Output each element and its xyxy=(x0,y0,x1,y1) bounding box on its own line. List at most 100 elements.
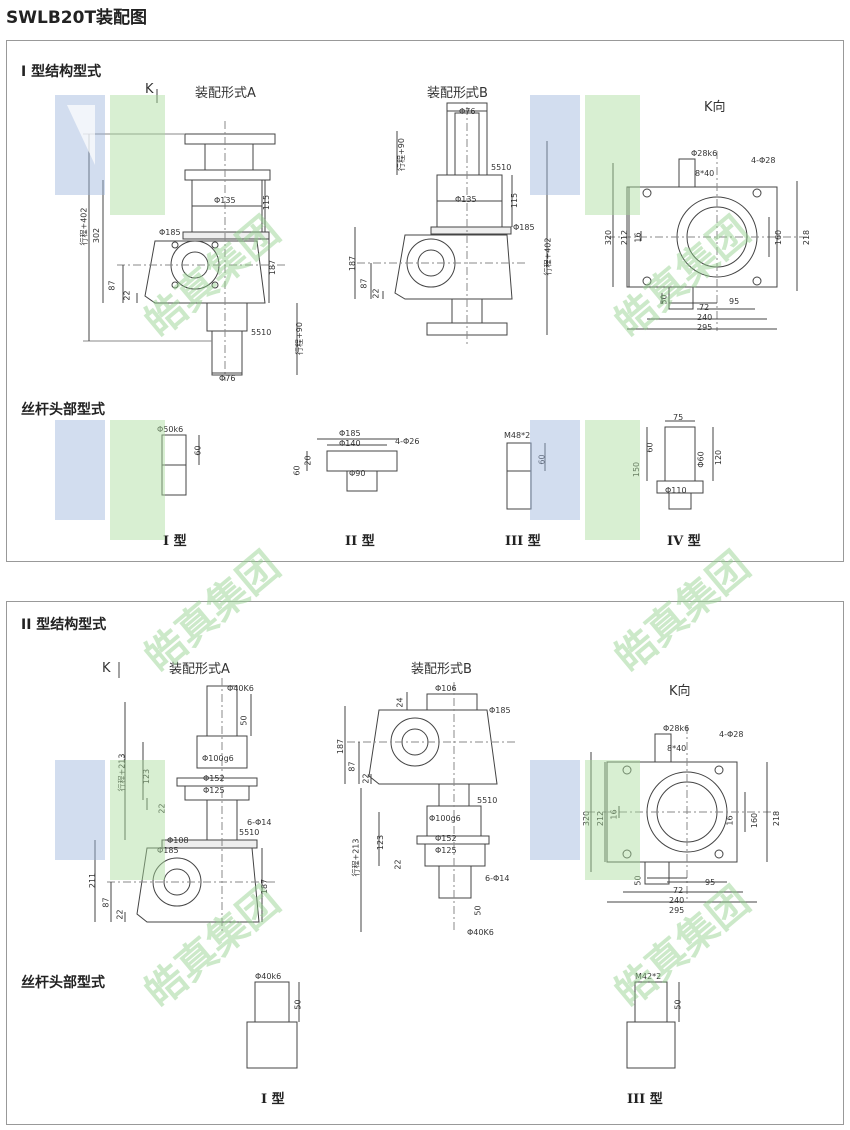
dim-k2-218: 218 xyxy=(772,810,782,827)
panel-1-drawing xyxy=(83,89,807,510)
dim-b2-24: 24 xyxy=(395,697,405,708)
view-b-title-2: 装配形式B xyxy=(411,662,472,677)
head-2-phi185: Φ185 xyxy=(339,429,361,438)
dim-a-phi76: Φ76 xyxy=(219,374,236,383)
head-4-75: 75 xyxy=(673,413,684,422)
page-title: SWLB20T装配图 xyxy=(6,8,148,28)
dim-b2-187: 187 xyxy=(336,738,346,755)
dim-b2-phi152: Φ152 xyxy=(435,834,457,843)
dim-k2-50: 50 xyxy=(633,875,643,886)
head-type-3-label: III 型 xyxy=(505,534,541,549)
dim-b-22: 22 xyxy=(371,288,381,299)
k-arrow-label-2: K xyxy=(102,661,111,676)
dim-b-travel402: 行程+402 xyxy=(543,237,553,276)
dim-a2-123: 123 xyxy=(142,768,152,785)
dim-k-50: 50 xyxy=(659,294,669,305)
head-4-phi60: Φ60 xyxy=(696,451,706,468)
dim-a2-holes: 6-Φ14 xyxy=(247,818,272,827)
dim-b2-travel213: 行程+213 xyxy=(351,838,361,877)
dim-a2-187: 187 xyxy=(260,878,270,895)
dim-k2-240: 240 xyxy=(669,896,685,905)
dim-a-phi185: Φ185 xyxy=(159,228,181,237)
dim-a-phi135: Φ135 xyxy=(214,196,236,205)
panel-type-2: II 型结构型式 K 装配形式A 装配形式B K向 Φ40K6 50 Φ100g… xyxy=(6,601,844,1125)
dim-k2-72: 72 xyxy=(673,886,684,895)
dim-k-holes: 4-Φ28 xyxy=(751,156,776,165)
view-a-1-drawing xyxy=(83,89,298,381)
head-types-2-heading: 丝杆头部型式 xyxy=(21,975,105,991)
head-4-120: 120 xyxy=(714,449,724,466)
dim-b-5510: 5510 xyxy=(491,163,512,172)
dim-a2-phi100g6: Φ100g6 xyxy=(202,754,234,763)
dim-k2-16b: 16 xyxy=(725,815,735,826)
dim-k2-95: 95 xyxy=(705,878,716,887)
dim-k2-160: 160 xyxy=(750,812,760,829)
head-3-m48: M48*2 xyxy=(504,431,531,440)
dim-a-5510: 5510 xyxy=(251,328,272,337)
dim-k2-320: 320 xyxy=(582,810,592,827)
dim-a2-phi185: Φ185 xyxy=(157,846,179,855)
dim-a2-phi152: Φ152 xyxy=(203,774,225,783)
dim-b-115: 115 xyxy=(510,192,520,209)
dim-b2-123: 123 xyxy=(376,834,386,851)
head-type-1-label: I 型 xyxy=(163,534,187,549)
k-arrow-label: K xyxy=(145,82,154,97)
dim-a2-87: 87 xyxy=(101,897,111,908)
head-4-60: 60 xyxy=(645,442,655,453)
dim-a-travel90: 行程+90 xyxy=(294,322,304,355)
dim-k-72: 72 xyxy=(699,303,710,312)
view-k-1-drawing xyxy=(607,151,807,331)
view-b-1-drawing xyxy=(354,91,548,346)
dim-b2-5510: 5510 xyxy=(477,796,498,805)
dim-b2-22: 22 xyxy=(361,773,371,784)
dim-k-16: 16 xyxy=(633,232,643,243)
dim-b2-87: 87 xyxy=(347,761,357,772)
dim-b2-phi125: Φ125 xyxy=(435,846,457,855)
dim-k2-8x40: 8*40 xyxy=(667,744,687,753)
head-2-phi90: Φ90 xyxy=(349,469,366,478)
dim-a2-22: 22 xyxy=(157,803,167,814)
dim-b-phi76: Φ76 xyxy=(459,107,476,116)
view-k-title-2: K向 xyxy=(669,684,691,699)
dim-a-22: 22 xyxy=(122,290,132,301)
dim-a2-phi125: Φ125 xyxy=(203,786,225,795)
dim-k-218: 218 xyxy=(802,229,812,246)
head-2-20: 20 xyxy=(303,455,313,466)
head-types-2-drawing xyxy=(246,981,680,1069)
dim-k2-212: 212 xyxy=(596,810,606,827)
view-b-title: 装配形式B xyxy=(427,86,488,101)
dim-k-8x40: 8*40 xyxy=(695,169,715,178)
dim-a2-5510: 5510 xyxy=(239,828,260,837)
dim-b-travel90: 行程+90 xyxy=(396,138,406,171)
dim-a2-phi108: Φ108 xyxy=(167,836,189,845)
dim-k2-holes: 4-Φ28 xyxy=(719,730,744,739)
dim-b-phi135: Φ135 xyxy=(455,195,477,204)
view-k-title: K向 xyxy=(704,100,726,115)
dim-a-115: 115 xyxy=(262,194,272,211)
dim-a-travel402: 行程+402 xyxy=(79,207,89,246)
view-a-title-2: 装配形式A xyxy=(169,662,230,677)
dim-k-240: 240 xyxy=(697,313,713,322)
head-3-60: 60 xyxy=(537,454,547,465)
dim-a-187: 187 xyxy=(268,259,278,276)
dim-k-95: 95 xyxy=(729,297,740,306)
dim-a2-phi40k6: Φ40K6 xyxy=(227,684,254,693)
head-1-60: 60 xyxy=(193,445,203,456)
head-2-60: 60 xyxy=(292,465,302,476)
head2-1-50: 50 xyxy=(293,999,303,1010)
head2-1-phi40k6: Φ40k6 xyxy=(255,972,282,981)
section-2-heading: II 型结构型式 xyxy=(21,617,107,633)
dim-k-320: 320 xyxy=(604,229,614,246)
dim-k2-295: 295 xyxy=(669,906,685,915)
view-k-2-drawing xyxy=(587,726,777,903)
dim-a-302: 302 xyxy=(92,227,102,244)
view-b-2-drawing xyxy=(344,682,517,932)
view-a-2-drawing xyxy=(94,662,277,932)
dim-b-187: 187 xyxy=(348,255,358,272)
dim-b2-holes: 6-Φ14 xyxy=(485,874,510,883)
head-type-2-label: II 型 xyxy=(345,534,375,549)
dim-a2-211: 211 xyxy=(88,872,98,889)
head2-3-m42: M42*2 xyxy=(635,972,662,981)
dim-k-295: 295 xyxy=(697,323,713,332)
head2-type-3-label: III 型 xyxy=(627,1092,663,1107)
